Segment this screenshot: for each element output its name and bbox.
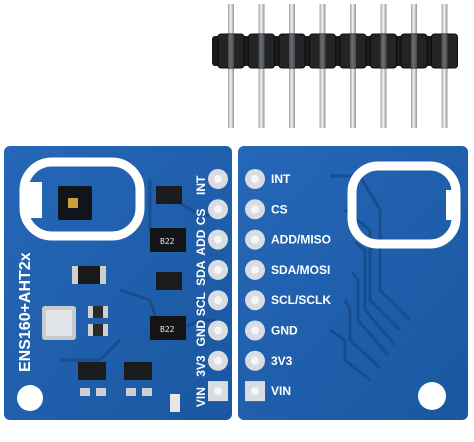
back-pin-pads (245, 169, 265, 402)
header-pin-shadow (258, 34, 265, 68)
back-pad-hole (251, 205, 259, 214)
front-components: 160 B22 B22 (42, 186, 186, 412)
back-pin-label: ADD/MISO (271, 233, 331, 247)
front-pad-hole (214, 265, 222, 274)
header-pin-shadow (350, 34, 356, 68)
regulator-b (124, 362, 152, 380)
back-cutout-ring (347, 161, 461, 249)
front-pad-hole (214, 326, 222, 335)
back-pad-hole (251, 387, 259, 396)
back-pin-label: INT (271, 172, 291, 186)
front-pad-hole (214, 175, 222, 183)
header-pin-shadow (411, 34, 417, 68)
cutout-slot (24, 182, 42, 218)
back-mounting-hole (418, 382, 446, 410)
front-pad-hole (214, 205, 222, 214)
back-pad-hole (251, 235, 259, 244)
ic-top (150, 228, 186, 252)
header-pin-shadow (441, 34, 448, 68)
front-mounting-hole (17, 385, 43, 411)
front-pad-hole (214, 356, 222, 365)
back-pad-hole (251, 296, 259, 305)
ic-bottom (150, 316, 186, 340)
regulator-a (78, 362, 106, 380)
front-pin-pads (208, 169, 228, 402)
transistor-mid (156, 272, 182, 290)
product-name-label: ENS160+AHT2x (17, 252, 34, 372)
small-resistor (170, 394, 180, 412)
back-pin-label: GND (271, 324, 298, 338)
header-pin-shadow (228, 34, 234, 68)
back-board-pcb (238, 146, 468, 420)
back-cutout-slot (446, 190, 460, 220)
back-pin-label: CS (271, 202, 288, 216)
ens160-cutout-ring (19, 157, 145, 241)
front-pin-label: GND (194, 320, 208, 347)
front-pad-hole (214, 387, 222, 396)
header-blocks (217, 33, 458, 69)
back-pad-hole (251, 265, 259, 274)
front-pin-label: 3V3 (194, 355, 208, 377)
back-pad-hole (251, 326, 259, 335)
back-board-traces (329, 174, 412, 382)
back-pin-label: VIN (271, 384, 291, 398)
header-pin-shadow (319, 34, 326, 68)
front-board: ENS160+AHT2x 160 B22 B22 (4, 146, 232, 420)
ens160-window (68, 198, 78, 208)
front-pin-label: CS (194, 209, 208, 226)
crystal-component (72, 266, 106, 284)
header-pin-shadow (380, 34, 387, 68)
aht-sensor-marking: 160 (50, 320, 65, 329)
back-pin-label: 3V3 (271, 354, 293, 368)
ic-bottom-marking: B22 (160, 325, 175, 334)
back-pin-label: SDA/MOSI (271, 263, 330, 277)
front-pin-label: VIN (194, 387, 208, 407)
front-pin-label: ADD (194, 229, 208, 255)
front-pin-label: SCL (194, 292, 208, 316)
front-pin-label: INT (194, 175, 208, 195)
front-pad-hole (214, 235, 222, 244)
front-pad-hole (214, 296, 222, 305)
back-pad-hole (251, 356, 259, 365)
back-pin-label: SCL/SCLK (271, 293, 331, 307)
pin-header (212, 4, 458, 128)
transistor-top (156, 186, 182, 204)
header-pin-shadow (289, 34, 295, 68)
ic-top-marking: B22 (160, 237, 175, 246)
front-pin-label: SDA (194, 260, 208, 286)
back-pad-hole (251, 175, 259, 183)
